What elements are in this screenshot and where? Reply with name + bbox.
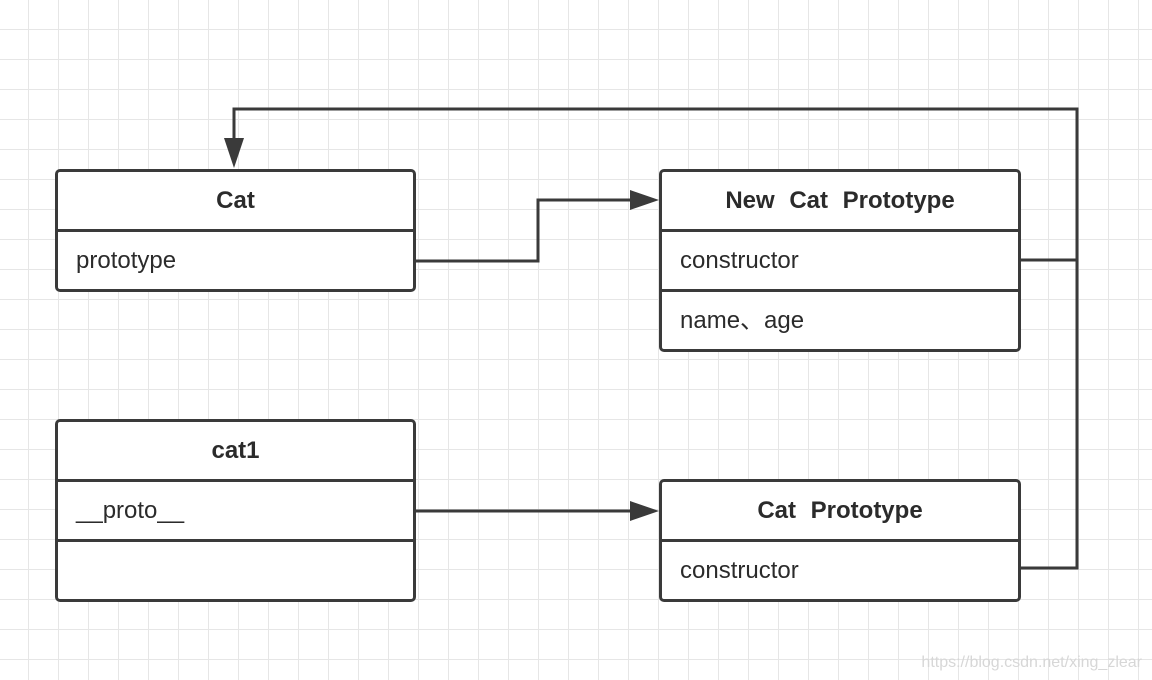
node-cat-prototype[interactable]: Cat Prototype constructor	[659, 479, 1021, 602]
node-cat-title: Cat	[58, 172, 413, 232]
node-cat1-title: cat1	[58, 422, 413, 482]
arrowhead-cat-prototype	[630, 501, 659, 521]
node-cat-prototype-title: Cat Prototype	[662, 482, 1018, 542]
node-cat1-field-proto: __proto__	[58, 482, 413, 542]
watermark-text: https://blog.csdn.net/xing_zlear	[921, 654, 1142, 671]
edge-prototype-to-new-cat-prototype	[416, 198, 636, 263]
node-cat-field-prototype: prototype	[76, 247, 177, 274]
arrowhead-cat	[224, 138, 244, 168]
node-new-cat-prototype[interactable]: New Cat Prototype constructor name、age	[659, 169, 1021, 352]
node-cat1-field-empty	[58, 542, 413, 599]
edge-cat-prototype-constructor-to-cat	[232, 107, 1079, 570]
node-new-cat-prototype-title: New Cat Prototype	[662, 172, 1018, 232]
node-cat1[interactable]: cat1 __proto__	[55, 419, 416, 602]
node-new-cat-prototype-field-name-age: name、age	[680, 307, 805, 334]
node-new-cat-prototype-field-constructor: constructor	[662, 232, 1018, 292]
node-cat-prototype-field-constructor: constructor	[680, 557, 799, 584]
node-cat[interactable]: Cat prototype	[55, 169, 416, 292]
arrowhead-new-cat-prototype	[630, 190, 659, 210]
